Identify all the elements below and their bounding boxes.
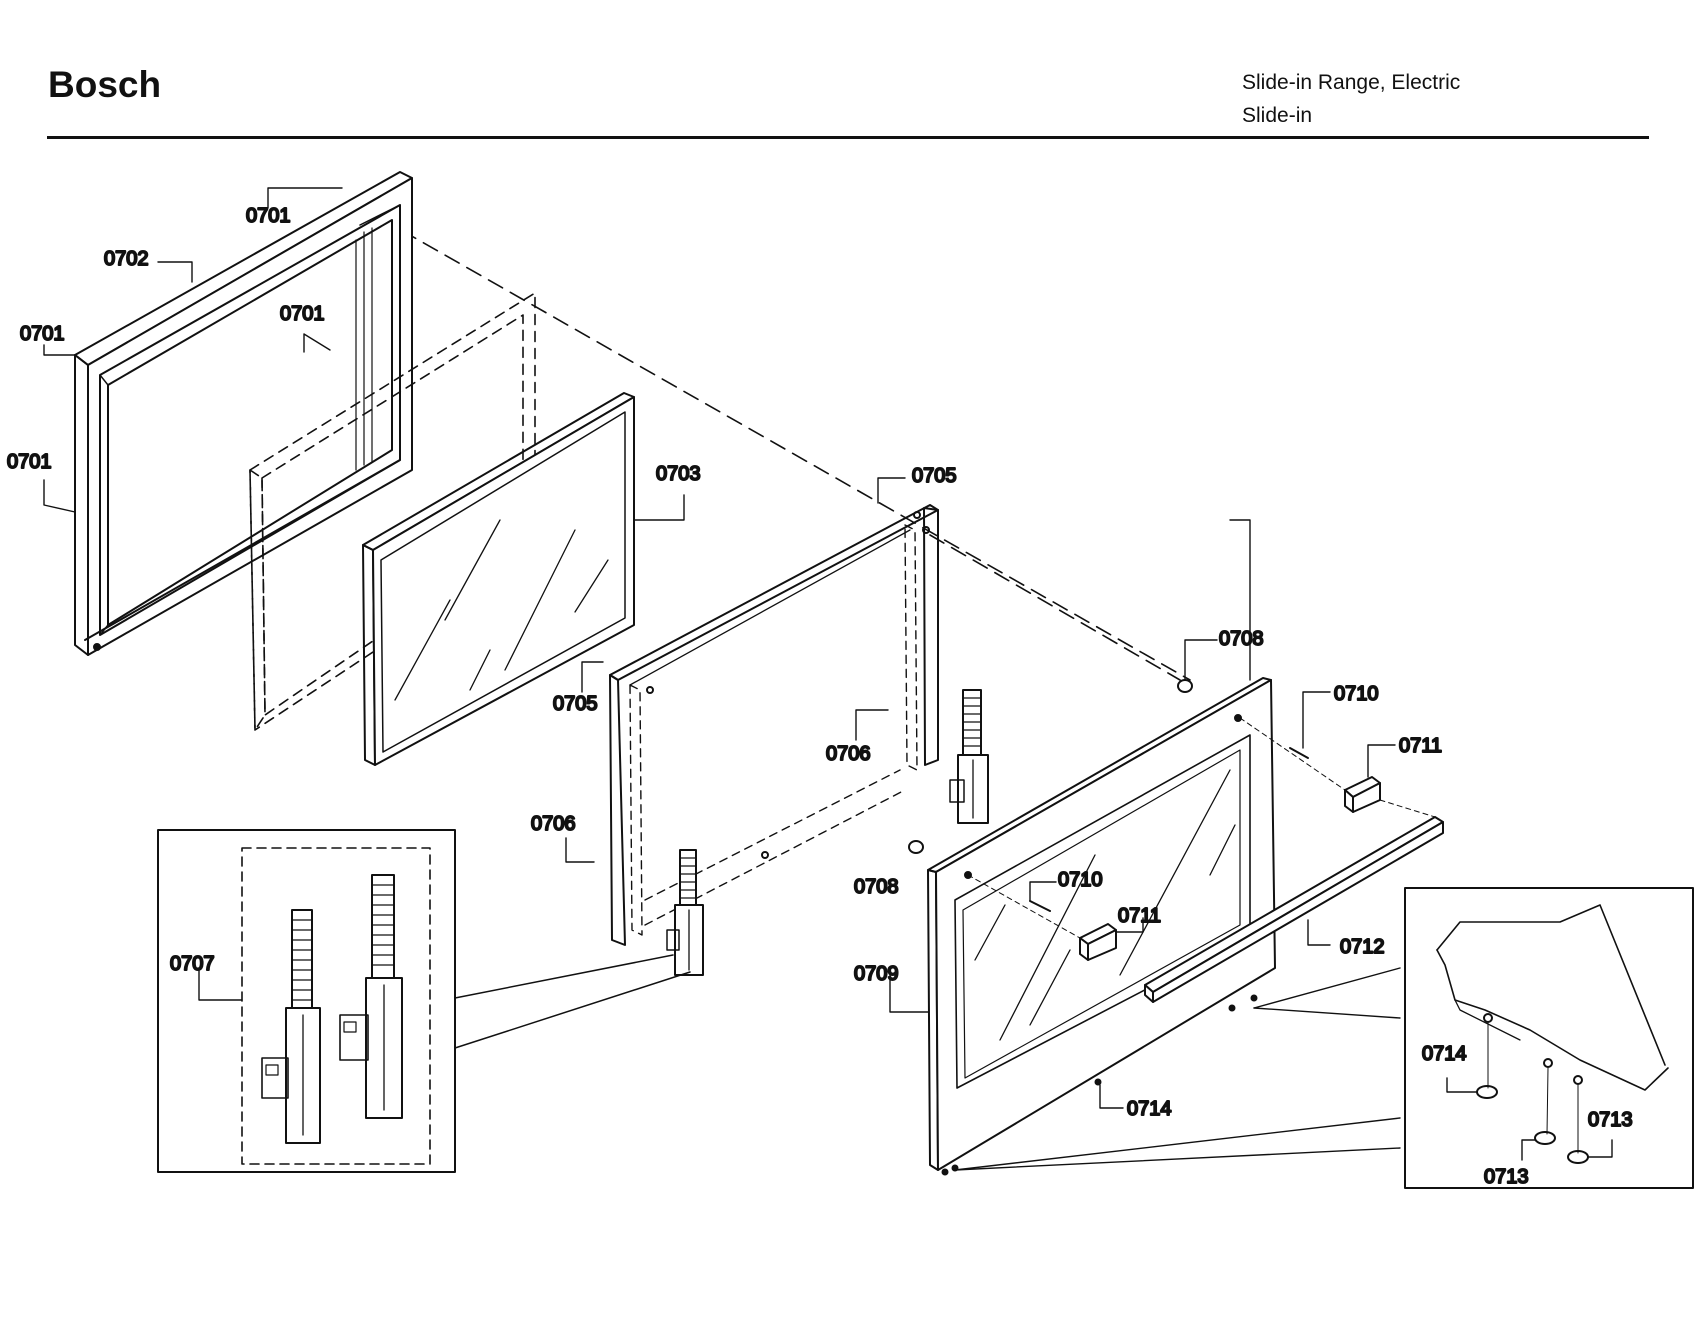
label-0714-detail: 0714 — [1422, 1043, 1467, 1065]
label-0701-top: 0701 — [246, 205, 291, 227]
label-0702: 0702 — [104, 248, 149, 270]
label-0711-top: 0711 — [1399, 735, 1442, 757]
small-parts — [908, 679, 1436, 1176]
label-0714-bottom: 0714 — [1127, 1098, 1172, 1120]
label-0703: 0703 — [656, 463, 701, 485]
label-0713-right: 0713 — [1588, 1109, 1633, 1131]
label-0707: 0707 — [170, 953, 215, 975]
label-0711-center: 0711 — [1118, 905, 1161, 927]
product-style: Slide-in — [1242, 104, 1313, 127]
product-type: Slide-in Range, Electric — [1242, 71, 1461, 94]
door-frame-part — [74, 171, 413, 656]
label-0713-left: 0713 — [1484, 1166, 1529, 1188]
product-description: Slide-in Range, Electric Slide-in — [1242, 66, 1460, 132]
hinge-right-part — [949, 689, 989, 824]
label-0710-top: 0710 — [1334, 683, 1379, 705]
leader-lines — [43, 187, 1613, 1161]
label-0709: 0709 — [854, 963, 899, 985]
alignment-lines — [379, 217, 1191, 681]
label-0706-left: 0706 — [531, 813, 576, 835]
label-0701-inner: 0701 — [280, 303, 325, 325]
label-0710-center: 0710 — [1058, 869, 1103, 891]
label-0708-left: 0708 — [854, 876, 899, 898]
label-0712: 0712 — [1340, 936, 1385, 958]
part-labels: 0701 0702 0701 0701 0701 0703 0705 0705 … — [6, 204, 1634, 1189]
hinge-left-part — [666, 849, 704, 976]
label-0705-top: 0705 — [912, 465, 957, 487]
label-0706-right: 0706 — [826, 743, 871, 765]
label-0708-top: 0708 — [1219, 628, 1264, 650]
brand-name: Bosch — [48, 64, 162, 105]
inner-glass-part — [362, 392, 635, 766]
handle-part — [1144, 816, 1444, 1003]
hinge-kit-detail — [157, 829, 691, 1173]
label-0701-left-bottom: 0701 — [7, 451, 52, 473]
header-rule — [47, 136, 1649, 139]
screw-detail-box — [1404, 887, 1694, 1189]
label-0705-left: 0705 — [553, 693, 598, 715]
label-0701-left-top: 0701 — [20, 323, 65, 345]
